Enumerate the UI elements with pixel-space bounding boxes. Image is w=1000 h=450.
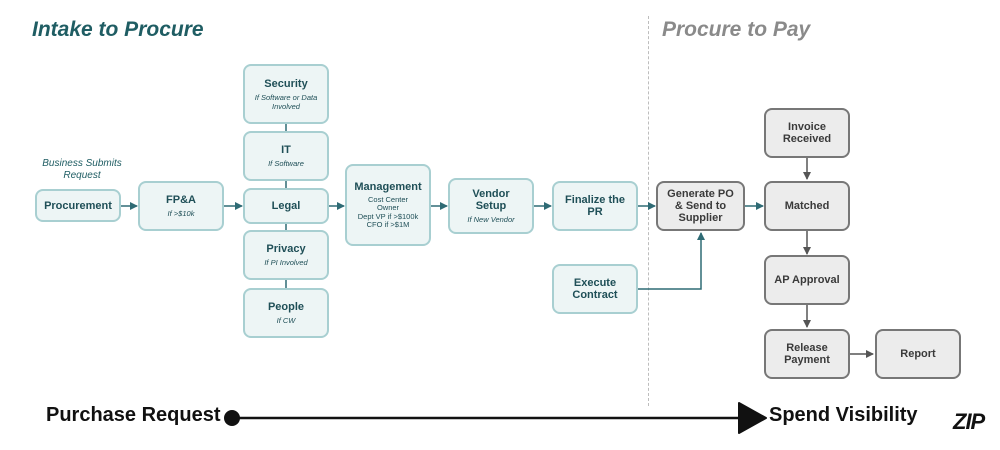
node-people[interactable]: People If CW — [243, 288, 329, 338]
node-fpa[interactable]: FP&A If >$10k — [138, 181, 224, 231]
node-ap-approval-title: AP Approval — [774, 274, 840, 286]
footer-spend-visibility: Spend Visibility — [769, 404, 918, 426]
connector-execute-po — [638, 232, 705, 290]
node-people-title: People — [267, 301, 305, 313]
zip-logo: ZIP — [953, 409, 985, 434]
node-release-payment[interactable]: Release Payment — [764, 329, 850, 379]
node-vendor-setup-condition: If New Vendor — [467, 215, 515, 224]
timeline-start-dot — [224, 410, 240, 426]
node-matched-title: Matched — [784, 200, 830, 212]
node-it[interactable]: IT If Software — [243, 131, 329, 181]
node-management[interactable]: Management Cost Center Owner Dept VP if … — [345, 164, 431, 246]
footer-purchase-request: Purchase Request — [46, 404, 221, 426]
node-privacy[interactable]: Privacy If PI Involved — [243, 230, 329, 280]
node-report-title: Report — [900, 348, 936, 360]
timeline — [224, 402, 767, 434]
node-execute-contract[interactable]: Execute Contract — [552, 264, 638, 314]
section-title-procure-to-pay: Procure to Pay — [662, 18, 811, 41]
node-procurement-title: Procurement — [44, 199, 112, 212]
node-people-condition: If CW — [276, 316, 296, 325]
section-divider — [648, 16, 649, 406]
node-finalize-pr[interactable]: Finalize the PR — [552, 181, 638, 231]
node-legal[interactable]: Legal — [243, 188, 329, 224]
node-matched[interactable]: Matched — [764, 181, 850, 231]
node-finalize-pr-title: Finalize the PR — [565, 194, 625, 218]
node-procurement[interactable]: Procurement — [35, 189, 121, 222]
node-generate-po-title: Generate PO & Send to Supplier — [667, 188, 734, 224]
node-management-detail: Cost Center Owner Dept VP if >$100k CFO … — [357, 194, 419, 229]
node-release-payment-title: Release Payment — [784, 342, 830, 366]
node-privacy-condition: If PI Involved — [264, 258, 308, 267]
node-legal-title: Legal — [271, 200, 301, 212]
node-fpa-title: FP&A — [166, 194, 196, 206]
node-it-condition: If Software — [268, 159, 304, 168]
node-security-title: Security — [264, 77, 308, 90]
node-report[interactable]: Report — [875, 329, 961, 379]
node-security-condition: If Software or Data Involved — [254, 92, 318, 111]
node-vendor-setup[interactable]: Vendor Setup If New Vendor — [448, 178, 534, 234]
node-execute-contract-title: Execute Contract — [572, 277, 618, 301]
node-management-title: Management — [354, 180, 422, 193]
node-it-title: IT — [281, 144, 291, 156]
node-invoice-received-title: Invoice Received — [782, 121, 832, 145]
node-fpa-condition: If >$10k — [167, 209, 195, 218]
node-generate-po[interactable]: Generate PO & Send to Supplier — [656, 181, 745, 231]
node-vendor-setup-title: Vendor Setup — [472, 188, 510, 212]
node-invoice-received[interactable]: Invoice Received — [764, 108, 850, 158]
node-privacy-title: Privacy — [266, 243, 306, 255]
node-security[interactable]: Security If Software or Data Involved — [243, 64, 329, 124]
timeline-end-arrow — [738, 402, 767, 434]
section-title-intake: Intake to Procure — [32, 18, 204, 41]
request-caption: Business Submits Request — [42, 158, 122, 181]
node-ap-approval[interactable]: AP Approval — [764, 255, 850, 305]
